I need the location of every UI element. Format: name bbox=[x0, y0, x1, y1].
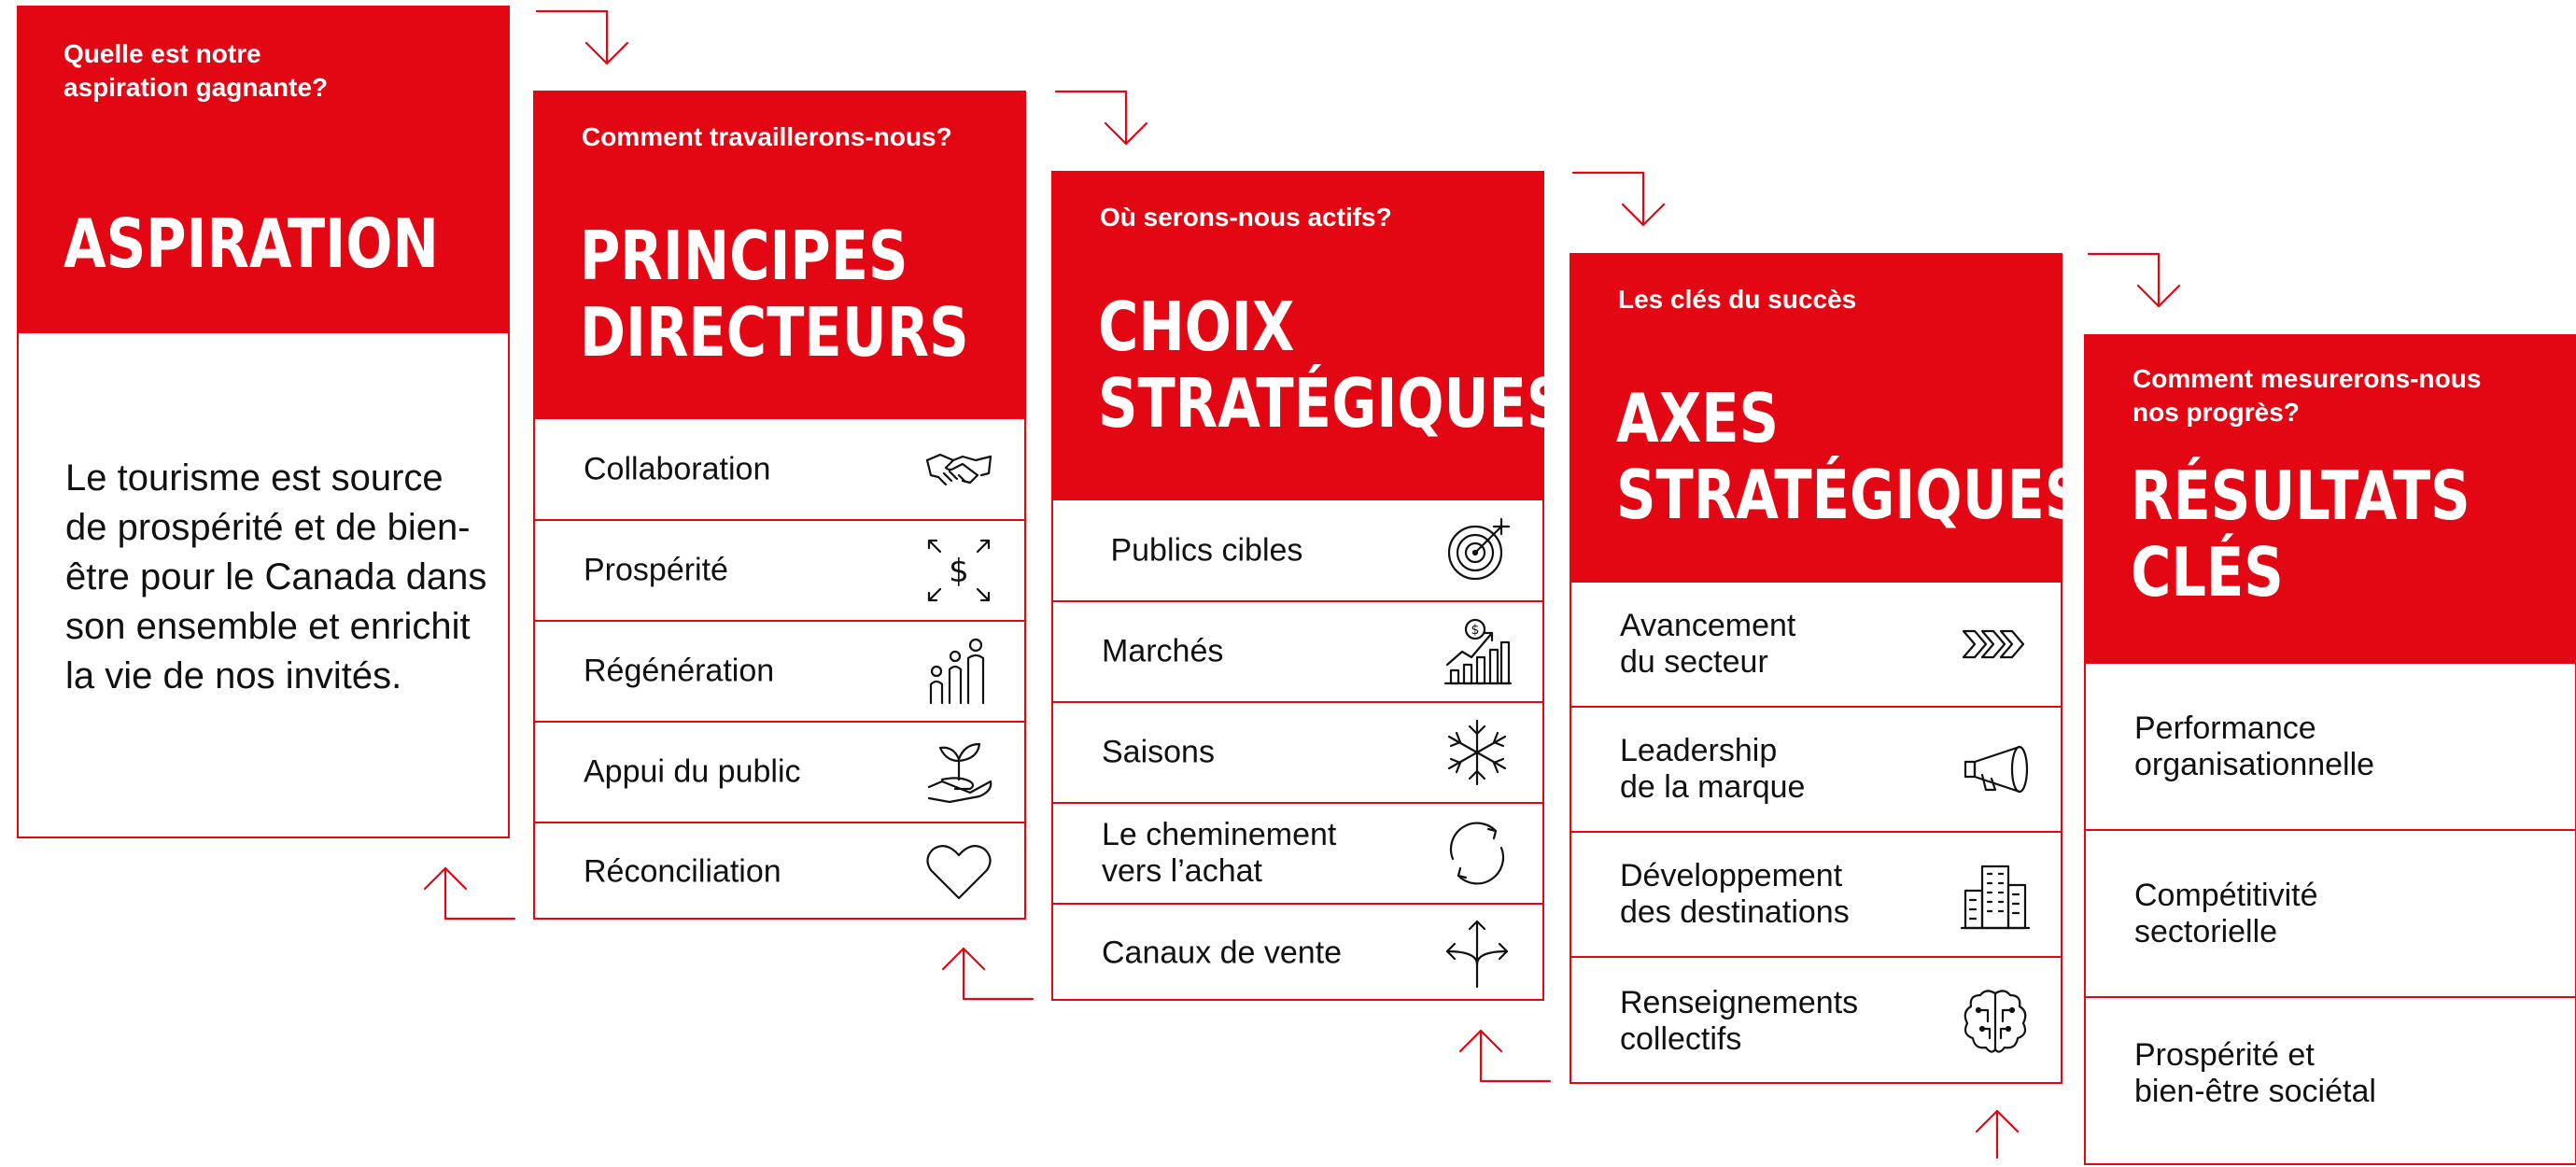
arrow-up-feedback bbox=[417, 865, 518, 922]
list-item-label: Développement des destinations bbox=[1620, 858, 1850, 930]
list-item-label: Saisons bbox=[1102, 734, 1215, 770]
dollar-expand-icon: $ bbox=[922, 533, 996, 608]
aspiration-statement: Le tourisme est source de prospérité et … bbox=[65, 457, 487, 696]
arrow-up-feedback bbox=[1971, 1107, 2023, 1160]
list-item: Avancement du secteur bbox=[1571, 581, 2061, 706]
list-item: Performance organisationnelle bbox=[2086, 662, 2575, 829]
megaphone-icon bbox=[1958, 732, 2033, 807]
list-item-label: Leadership de la marque bbox=[1620, 733, 1806, 805]
list-item-label: Réconciliation bbox=[584, 853, 781, 889]
list-item-label: Le cheminement vers l’achat bbox=[1102, 817, 1337, 889]
card-question: Où serons-nous actifs? bbox=[1100, 203, 1392, 232]
card-header: Où serons-nous actifs? CHOIX STRATÉGIQUE… bbox=[1053, 173, 1567, 499]
growth-chart-icon: $ bbox=[1440, 614, 1514, 689]
card-title: PRINCIPES DIRECTEURS bbox=[580, 217, 969, 372]
list-item-label: Avancement du secteur bbox=[1620, 608, 1796, 680]
card-header: Comment travaillerons-nous? PRINCIPES DI… bbox=[535, 92, 1024, 417]
card-principes-directeurs: Comment travaillerons-nous? PRINCIPES DI… bbox=[533, 91, 1026, 920]
arrow-up-feedback bbox=[936, 945, 1036, 1003]
buildings-icon bbox=[1958, 857, 2033, 932]
brain-circuit-icon bbox=[1958, 984, 2033, 1059]
handshake-icon bbox=[922, 432, 996, 507]
card-question: Les clés du succès bbox=[1618, 285, 1857, 314]
list-item-label: Appui du public bbox=[584, 753, 801, 790]
list-item: Prospérité $ bbox=[535, 519, 1024, 620]
card-axes-strategiques: Les clés du succès AXES STRATÉGIQUES Ava… bbox=[1570, 253, 2085, 1084]
list-item-label: Renseignements collectifs bbox=[1620, 984, 1859, 1057]
arrow-down-connector bbox=[535, 7, 638, 67]
card-choix-strategiques: Où serons-nous actifs? CHOIX STRATÉGIQUE… bbox=[1051, 171, 1567, 1001]
snowflake-icon bbox=[1440, 715, 1514, 790]
list-item-label: Prospérité bbox=[584, 552, 728, 588]
card-header: Comment mesurerons-nous nos progrès? RÉS… bbox=[2086, 336, 2575, 662]
list-item-label: Régénération bbox=[584, 653, 775, 689]
list-item: Renseignements collectifs bbox=[1571, 956, 2061, 1084]
arrow-down-connector bbox=[2087, 250, 2189, 310]
list-item: Leadership de la marque bbox=[1571, 706, 2061, 831]
list-item: Publics cibles bbox=[1053, 499, 1542, 600]
list-item: Appui du public bbox=[535, 721, 1024, 822]
arrow-down-connector bbox=[1571, 169, 1674, 229]
card-title: CHOIX STRATÉGIQUES bbox=[1098, 288, 1567, 443]
svg-text:$: $ bbox=[949, 553, 969, 590]
card-header: Les clés du succès AXES STRATÉGIQUES bbox=[1571, 255, 2085, 581]
card-question: Comment mesurerons-nous nos progrès? bbox=[2133, 364, 2482, 427]
arrow-up-feedback bbox=[1453, 1027, 1554, 1085]
cycle-icon bbox=[1440, 816, 1514, 891]
list-item: Compétitivité sectorielle bbox=[2086, 829, 2575, 996]
plant-hand-icon bbox=[922, 735, 996, 809]
list-item: Développement des destinations bbox=[1571, 831, 2061, 956]
card-question: Comment travaillerons-nous? bbox=[582, 122, 952, 151]
list-item-label: Collaboration bbox=[584, 451, 771, 486]
list-item-label: Canaux de vente bbox=[1102, 935, 1343, 970]
list-item: Saisons bbox=[1053, 701, 1542, 802]
family-icon bbox=[922, 634, 996, 709]
list-item: Réconciliation bbox=[535, 822, 1024, 920]
card-question: Quelle est notre aspiration gagnante? bbox=[63, 39, 329, 102]
card-title: ASPIRATION bbox=[63, 204, 439, 283]
chevrons-right-icon bbox=[1958, 607, 2033, 682]
list-item: Collaboration bbox=[535, 417, 1024, 519]
list-item-label: Compétitivité sectorielle bbox=[2134, 877, 2318, 949]
heart-icon bbox=[922, 835, 996, 909]
list-item: Le cheminement vers l’achat bbox=[1053, 802, 1542, 903]
card-resultats-cles: Comment mesurerons-nous nos progrès? RÉS… bbox=[2084, 334, 2576, 1165]
list-item-label: Publics cibles bbox=[1102, 532, 1303, 568]
list-item-label: Prospérité et bien-être sociétal bbox=[2134, 1037, 2376, 1110]
svg-text:$: $ bbox=[1471, 623, 1480, 638]
list-item: Prospérité et bien-être sociétal bbox=[2086, 996, 2575, 1167]
list-item-label: Marchés bbox=[1102, 633, 1224, 669]
list-item: Canaux de vente bbox=[1053, 903, 1542, 1001]
card-title: RÉSULTATS CLÉS bbox=[2131, 457, 2470, 612]
card-header: Quelle est notre aspiration gagnante? AS… bbox=[19, 7, 508, 333]
list-item: Marchés $ bbox=[1053, 600, 1542, 701]
list-item: Régénération bbox=[535, 620, 1024, 721]
split-arrows-icon bbox=[1440, 916, 1514, 991]
target-icon bbox=[1440, 513, 1514, 588]
arrow-down-connector bbox=[1054, 88, 1157, 148]
card-title: AXES STRATÉGIQUES bbox=[1616, 379, 2085, 534]
list-item-label: Performance organisationnelle bbox=[2134, 710, 2375, 782]
card-aspiration: Quelle est notre aspiration gagnante? AS… bbox=[17, 6, 510, 838]
